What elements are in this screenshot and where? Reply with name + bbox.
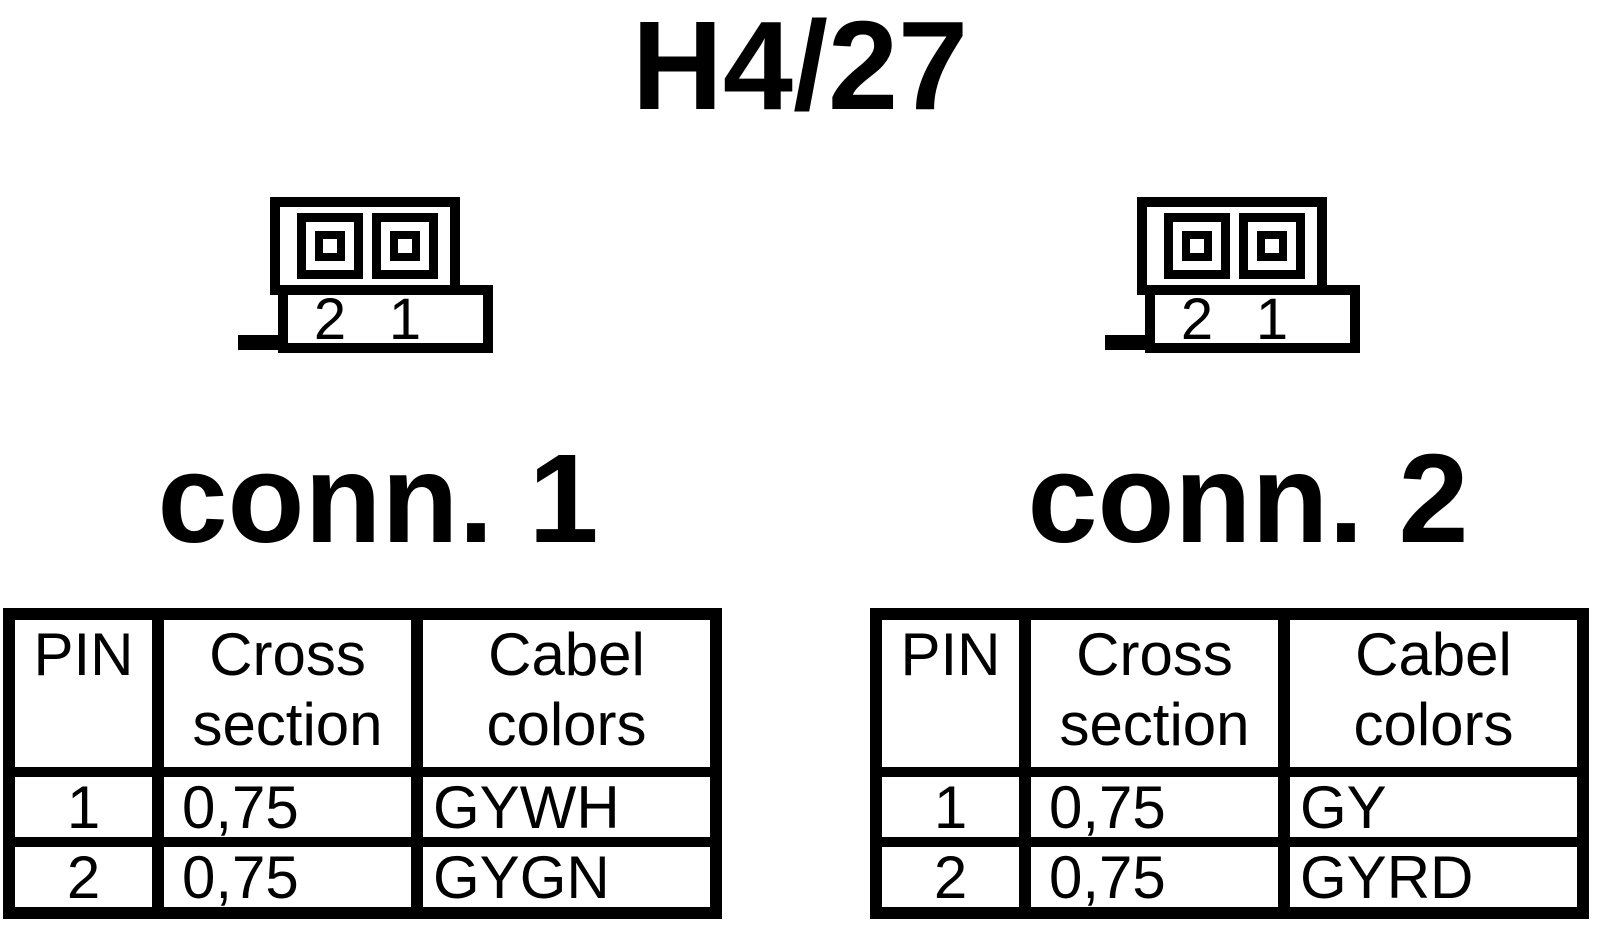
pin-number-label: 2 [313, 287, 347, 352]
table-cell-pin: 2 [15, 844, 152, 911]
connector-2-pinout-table: PIN Cross section Cabel colors 1 0,75 GY… [870, 608, 1589, 919]
table-cell-cabel-color: GYGN [423, 844, 710, 911]
header-cell-cabel-colors: Cabel colors [1290, 620, 1577, 767]
header-cell-cross-section: Cross section [164, 620, 411, 767]
pin-terminal-icon [390, 231, 420, 261]
connector-housing-bottom [1145, 285, 1360, 353]
pin-socket-2 [297, 213, 363, 279]
table-cell-cross-section: 0,75 [164, 774, 411, 841]
pin-socket-1 [1239, 213, 1305, 279]
pin-terminal-icon [1257, 231, 1287, 261]
connector-key-tab [238, 335, 280, 350]
connector-housing-top [1137, 197, 1327, 295]
table-cell-cross-section: 0,75 [164, 844, 411, 911]
header-cell-pin: PIN [882, 620, 1019, 767]
header-cell-pin: PIN [15, 620, 152, 767]
table-cell-cross-section: 0,75 [1031, 774, 1278, 841]
pin-socket-2 [1164, 213, 1230, 279]
connector-housing-top [270, 197, 460, 295]
pin-number-label: 1 [388, 287, 422, 352]
connector-1-icon: 2 1 [238, 197, 493, 353]
pin-terminal-icon [315, 231, 345, 261]
table-cell-pin: 2 [882, 844, 1019, 911]
table-cell-cabel-color: GYWH [423, 774, 710, 841]
connector-1-label: conn. 1 [157, 428, 599, 569]
pin-number-label: 1 [1255, 287, 1289, 352]
connector-key-tab [1105, 335, 1147, 350]
connector-2-icon: 2 1 [1105, 197, 1360, 353]
header-cell-cross-section: Cross section [1031, 620, 1278, 767]
header-cell-cabel-colors: Cabel colors [423, 620, 710, 767]
table-cell-pin: 1 [882, 774, 1019, 841]
pin-socket-1 [372, 213, 438, 279]
pin-terminal-icon [1182, 231, 1212, 261]
table-cell-cabel-color: GY [1290, 774, 1577, 841]
table-cell-cabel-color: GYRD [1290, 844, 1577, 911]
connector-2-label: conn. 2 [1027, 428, 1469, 569]
connector-1-pinout-table: PIN Cross section Cabel colors 1 0,75 GY… [3, 608, 722, 919]
table-cell-cross-section: 0,75 [1031, 844, 1278, 911]
page-title: H4/27 [631, 0, 969, 136]
table-cell-pin: 1 [15, 774, 152, 841]
pin-number-label: 2 [1180, 287, 1214, 352]
